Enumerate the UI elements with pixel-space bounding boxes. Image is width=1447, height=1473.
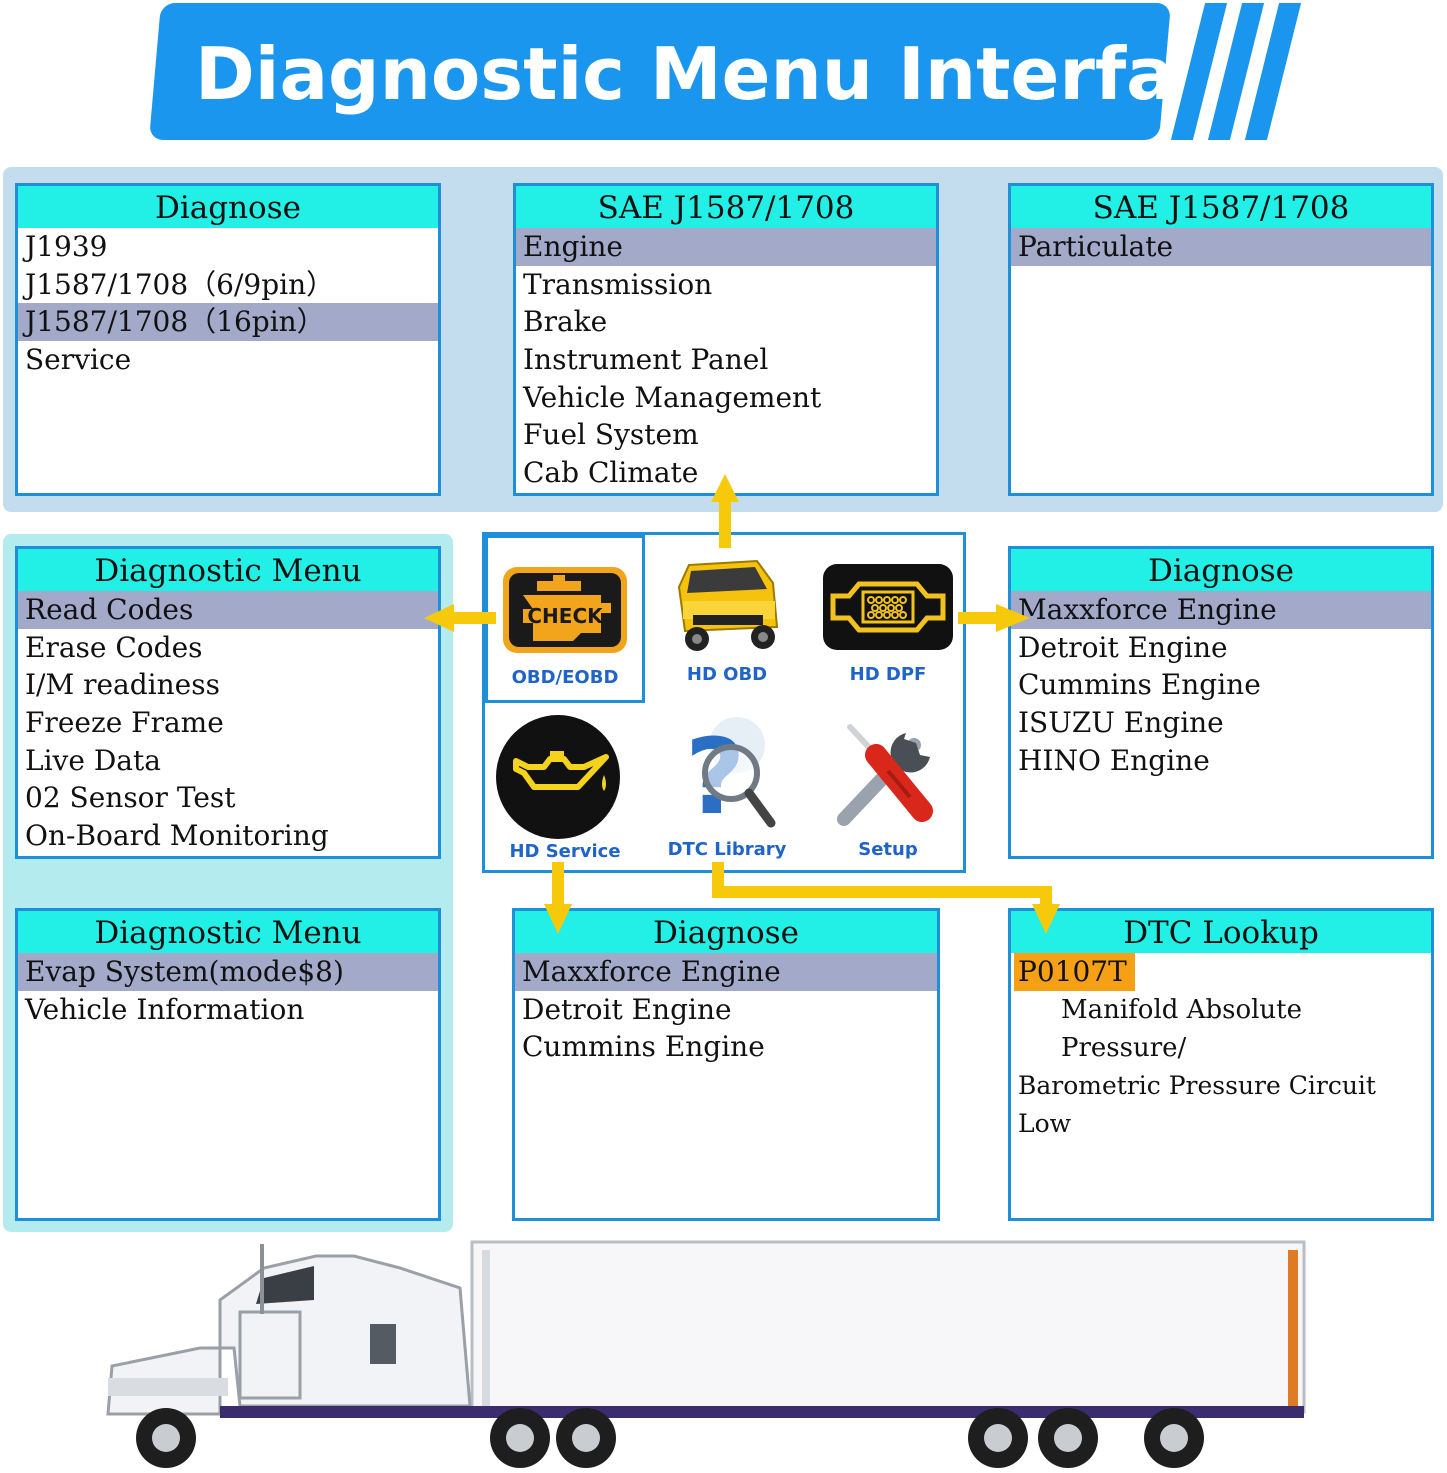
panel-header: SAE J1587/1708 bbox=[1011, 186, 1431, 228]
tile-setup[interactable]: Setup bbox=[808, 703, 968, 871]
tile-dtc-library[interactable]: ? DTC Library bbox=[647, 703, 807, 871]
tile-label: Setup bbox=[858, 839, 918, 860]
dtc-description-line-2: Barometric Pressure Circuit Low bbox=[1018, 1070, 1376, 1138]
sae-particulate-panel: SAE J1587/1708 Particulate bbox=[1008, 183, 1434, 496]
tile-hd-service[interactable]: HD Service bbox=[485, 703, 645, 871]
diagnostic-menu-panel-2: Diagnostic Menu Evap System(mode$8) Vehi… bbox=[15, 908, 441, 1221]
panel-header: Diagnostic Menu bbox=[18, 911, 438, 953]
svg-text:CHECK: CHECK bbox=[527, 604, 604, 628]
menu-item-read-codes[interactable]: Read Codes bbox=[18, 591, 438, 629]
menu-item-freeze-frame[interactable]: Freeze Frame bbox=[25, 706, 224, 740]
menu-item-transmission[interactable]: Transmission bbox=[523, 267, 713, 301]
menu-item-live-data[interactable]: Live Data bbox=[25, 743, 161, 777]
menu-item-instrument-panel[interactable]: Instrument Panel bbox=[523, 343, 769, 377]
tile-hd-dpf[interactable]: HD DPF bbox=[808, 535, 968, 703]
tile-label: OBD/EOBD bbox=[511, 667, 619, 688]
menu-item-cab-climate[interactable]: Cab Climate bbox=[523, 456, 699, 490]
panel-header: Diagnose bbox=[515, 911, 937, 953]
semi-truck-illustration bbox=[106, 1240, 1306, 1468]
tile-obd-eobd[interactable]: CHECK OBD/EOBD bbox=[485, 535, 645, 703]
wrench-screwdriver-icon bbox=[837, 724, 933, 826]
menu-item-o2-sensor-test[interactable]: 02 Sensor Test bbox=[25, 781, 236, 815]
menu-item-engine[interactable]: Engine bbox=[516, 228, 936, 266]
tile-label: HD DPF bbox=[849, 664, 927, 685]
menu-item-on-board-monitoring[interactable]: On-Board Monitoring bbox=[25, 819, 329, 853]
menu-item-im-readiness[interactable]: I/M readiness bbox=[25, 668, 220, 702]
diagnose-protocol-panel: Diagnose J1939 J1587/1708（6/9pin） J1587/… bbox=[15, 183, 441, 496]
menu-item-particulate[interactable]: Particulate bbox=[1011, 228, 1431, 266]
dtc-lookup-panel: DTC Lookup P0107T Manifold Absolute Pres… bbox=[1008, 908, 1434, 1221]
menu-item-j1587-6-9pin[interactable]: J1587/1708（6/9pin） bbox=[25, 267, 335, 301]
diagnose-service-panel: Diagnose Maxxforce Engine Detroit Engine… bbox=[512, 908, 940, 1221]
main-menu-hub: CHECK OBD/EOBD HD OBD HD DP bbox=[482, 532, 966, 873]
menu-item-brake[interactable]: Brake bbox=[523, 305, 608, 339]
dpf-filter-icon bbox=[823, 564, 953, 650]
menu-item-j1939[interactable]: J1939 bbox=[25, 230, 108, 263]
panel-header: Diagnostic Menu bbox=[18, 549, 438, 591]
diagnose-engine-panel: Diagnose Maxxforce Engine Detroit Engine… bbox=[1008, 546, 1434, 859]
oil-can-icon bbox=[496, 715, 620, 839]
menu-item-erase-codes[interactable]: Erase Codes bbox=[25, 630, 203, 664]
panel-header: Diagnose bbox=[18, 186, 438, 228]
tile-label: DTC Library bbox=[667, 839, 787, 860]
diagnostic-menu-panel: Diagnostic Menu Read Codes Erase Codes I… bbox=[15, 546, 441, 859]
menu-item-isuzu-engine[interactable]: ISUZU Engine bbox=[1018, 706, 1224, 740]
dtc-code-row[interactable]: P0107T bbox=[1011, 953, 1431, 991]
menu-item-detroit-engine[interactable]: Detroit Engine bbox=[522, 992, 732, 1026]
menu-item-detroit-engine[interactable]: Detroit Engine bbox=[1018, 630, 1228, 664]
menu-item-fuel-system[interactable]: Fuel System bbox=[523, 418, 699, 452]
page-title: Diagnostic Menu Interface bbox=[195, 32, 1267, 116]
tile-label: HD Service bbox=[509, 841, 621, 862]
dtc-code: P0107T bbox=[1014, 953, 1135, 991]
tile-hd-obd[interactable]: HD OBD bbox=[647, 535, 807, 703]
truck-icon bbox=[677, 559, 779, 651]
tile-label: HD OBD bbox=[686, 664, 768, 685]
menu-item-evap-system[interactable]: Evap System(mode$8) bbox=[18, 953, 438, 991]
menu-item-maxxforce-engine[interactable]: Maxxforce Engine bbox=[515, 953, 937, 991]
sae-systems-panel: SAE J1587/1708 Engine Transmission Brake… bbox=[513, 183, 939, 496]
check-engine-icon: CHECK bbox=[503, 567, 627, 653]
menu-item-vehicle-information[interactable]: Vehicle Information bbox=[25, 992, 305, 1026]
panel-header: SAE J1587/1708 bbox=[516, 186, 936, 228]
panel-header: Diagnose bbox=[1011, 549, 1431, 591]
menu-item-j1587-16pin[interactable]: J1587/1708（16pin） bbox=[18, 303, 438, 342]
question-magnifier-icon: ? bbox=[685, 716, 776, 833]
menu-item-hino-engine[interactable]: HINO Engine bbox=[1018, 743, 1210, 777]
menu-item-cummins-engine[interactable]: Cummins Engine bbox=[522, 1030, 765, 1064]
dtc-description-line-1: Manifold Absolute Pressure/ bbox=[1061, 994, 1302, 1063]
menu-item-service[interactable]: Service bbox=[25, 343, 132, 377]
panel-header: DTC Lookup bbox=[1011, 911, 1431, 953]
menu-item-maxxforce-engine[interactable]: Maxxforce Engine bbox=[1011, 591, 1431, 629]
menu-item-vehicle-management[interactable]: Vehicle Management bbox=[523, 380, 822, 414]
menu-item-cummins-engine[interactable]: Cummins Engine bbox=[1018, 668, 1261, 702]
